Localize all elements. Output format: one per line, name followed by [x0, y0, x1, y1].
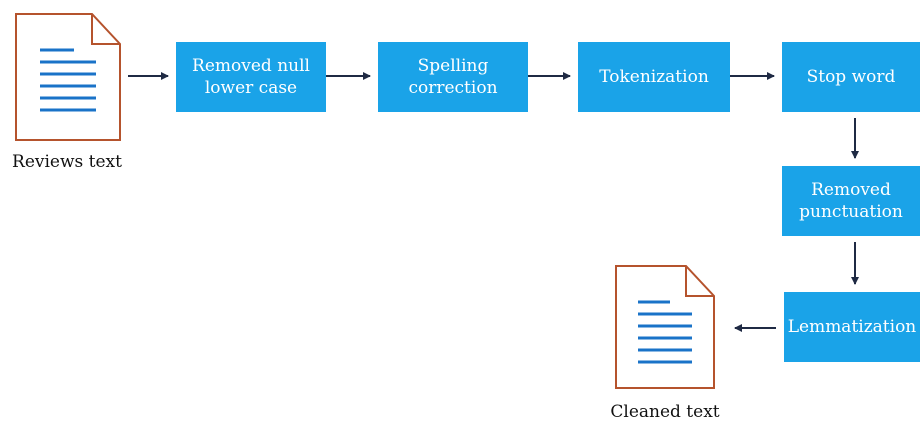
- step-label-line1: Tokenization: [599, 67, 709, 87]
- document-icon: [615, 265, 715, 389]
- step-label-line1: Stop word: [806, 67, 896, 87]
- step-label-line2: lower case: [204, 78, 298, 98]
- step-remove-punctuation: Removed punctuation: [782, 166, 920, 236]
- input-document-label: Reviews text: [12, 152, 122, 172]
- document-icon: [15, 13, 121, 141]
- step-label-line1: Removed null: [192, 56, 310, 76]
- step-spelling-correction: Spelling correction: [378, 42, 528, 112]
- step-label-line1: Lemmatization: [787, 317, 917, 337]
- step-stop-word: Stop word: [782, 42, 920, 112]
- step-lemmatization: Lemmatization: [784, 292, 920, 362]
- output-document-label: Cleaned text: [610, 402, 720, 422]
- step-remove-null-lowercase: Removed null lower case: [176, 42, 326, 112]
- step-tokenization: Tokenization: [578, 42, 730, 112]
- step-label-line1: Spelling: [417, 56, 489, 76]
- step-label-line2: correction: [408, 78, 498, 98]
- step-label-line2: punctuation: [799, 202, 903, 222]
- step-label-line1: Removed: [811, 180, 891, 200]
